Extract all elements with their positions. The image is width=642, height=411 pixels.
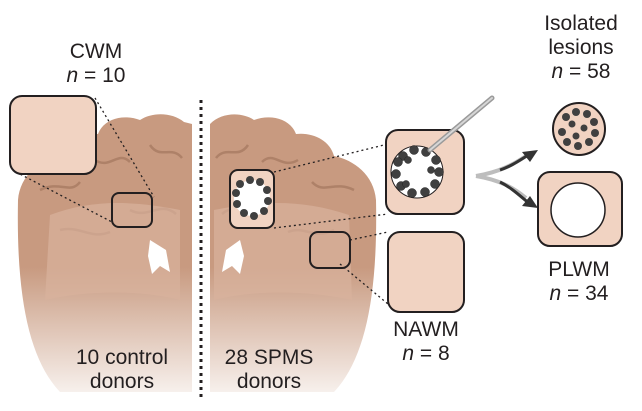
control-line2: donors [89,370,155,393]
cwm-count: n = 10 [66,64,126,87]
nawm-title: NAWM [393,318,459,341]
spms-donors-label: 28 SPMS donors [208,346,330,394]
isolated-line2: lesions [548,36,614,59]
plwm-count: n = 34 [549,282,609,305]
lesion-cells-small [232,176,272,220]
plwm-title: PLWM [548,258,610,281]
cwm-label: CWM n = 10 [42,40,150,88]
isolated-lesions-label: Isolated lesions n = 58 [522,12,640,84]
plwm-label: PLWM n = 34 [524,258,634,306]
nawm-sample-box [387,231,465,313]
lesion-connectors [273,143,389,305]
nawm-count: n = 8 [402,342,450,365]
isolated-line1: Isolated [544,12,618,35]
spms-line2: donors [236,370,302,393]
lesion-cells-large [391,145,444,198]
biopsy-needle-icon [427,95,495,153]
split-arrow-icon [475,150,538,208]
cwm-title: CWM [69,40,123,63]
control-donors-label: 10 control donors [52,346,192,394]
isolated-count: n = 58 [551,60,611,83]
cwm-connectors [15,97,155,223]
isolated-lesion-cells [558,108,599,150]
control-line1: 10 control [75,346,169,369]
nawm-label: NAWM n = 8 [376,318,476,366]
spms-line1: 28 SPMS [224,346,314,369]
nawm-region-box [309,231,351,269]
cwm-region-box [111,192,153,228]
cwm-sample-box [9,95,97,175]
